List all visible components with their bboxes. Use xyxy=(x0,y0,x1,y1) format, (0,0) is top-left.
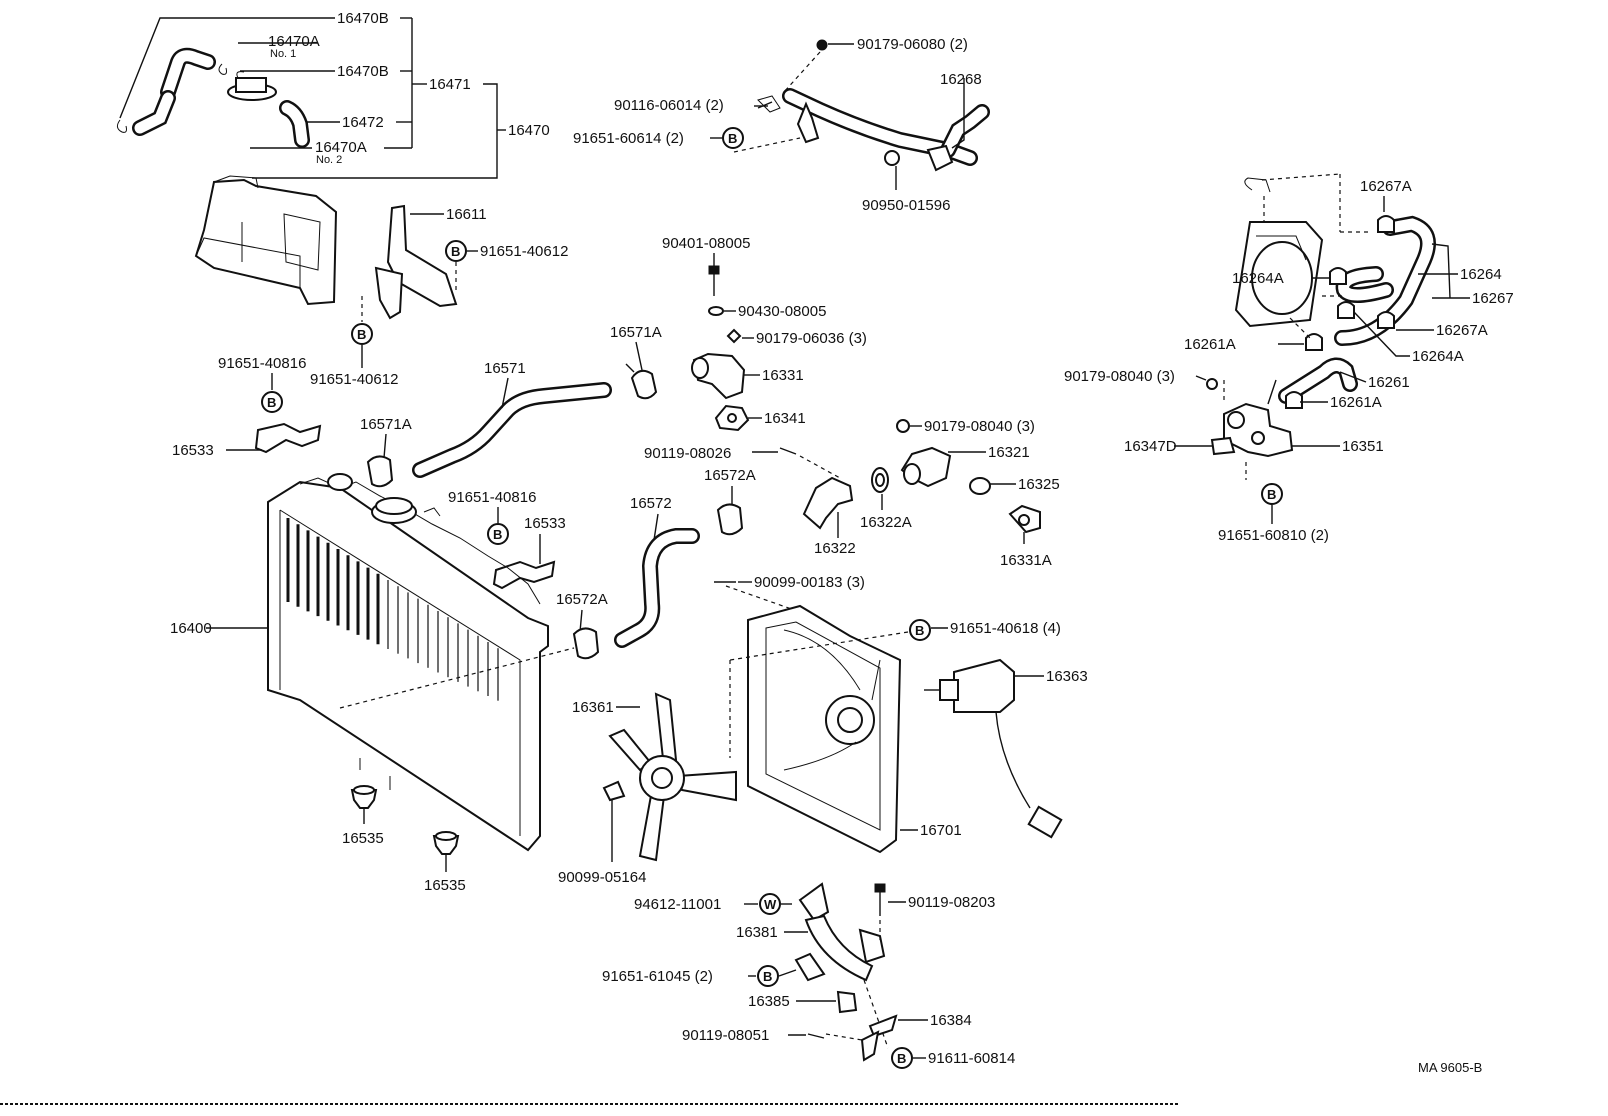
label-16571A-top: 16571A xyxy=(610,324,662,341)
label-16261A-top: 16261A xyxy=(1184,336,1236,353)
label-90179-08040-center: 90179-08040 (3) xyxy=(924,418,1035,435)
bolt-class-b-marker: B xyxy=(763,969,772,984)
label-16347D: 16347D xyxy=(1124,438,1177,455)
bolt-class-b-marker: B xyxy=(915,623,924,638)
radiator-core-fins xyxy=(286,518,499,701)
fan-bracket-group: 94612-11001 W 90119-08203 16381 91651-61… xyxy=(602,882,1015,1069)
label-16611: 16611 xyxy=(446,206,487,223)
water-outlet-group: 90401-08005 90430-08005 90179-06036 (3) … xyxy=(662,235,867,432)
label-90179-06036: 90179-06036 (3) xyxy=(756,330,867,347)
bolt-class-b-marker: B xyxy=(493,527,502,542)
bolt-class-b-marker: B xyxy=(1267,487,1276,502)
label-90179-06080: 90179-06080 (2) xyxy=(857,36,968,53)
label-16572A-lower: 16572A xyxy=(556,591,608,608)
label-94612-11001: 94612-11001 xyxy=(634,896,721,913)
water-inlet-group: 90179-08040 (3) 16321 90119-08026 16572A… xyxy=(644,418,1060,569)
label-16471: 16471 xyxy=(429,76,471,93)
label-91611-60814: 91611-60814 xyxy=(928,1050,1015,1067)
label-16572A-upper: 16572A xyxy=(704,467,756,484)
label-16470: 16470 xyxy=(508,122,550,139)
label-90099-00183: 90099-00183 (3) xyxy=(754,574,865,591)
label-91651-61045: 91651-61045 (2) xyxy=(602,968,713,985)
diagram-code: MA 9605-B xyxy=(1418,1060,1482,1075)
label-16264A-bottom: 16264A xyxy=(1412,348,1464,365)
label-16470B-top: 16470B xyxy=(337,10,389,27)
label-16268: 16268 xyxy=(940,71,982,88)
label-16264A-top: 16264A xyxy=(1232,270,1284,287)
label-16267: 16267 xyxy=(1472,290,1514,307)
radiator-assembly-group: 16400 16535 16535 xyxy=(170,473,575,894)
label-91651-40816-a: 91651-40816 xyxy=(218,355,306,372)
left-support-group: 91651-40816 B 16533 xyxy=(172,355,322,459)
bolt-class-b-marker: B xyxy=(897,1051,906,1066)
label-91651-40612-a: 91651-40612 xyxy=(480,243,568,260)
reservoir-tank-group: 16470B 16470A No. 1 16470B 16471 16472 1… xyxy=(116,10,550,306)
label-16701: 16701 xyxy=(920,822,962,839)
label-16361: 16361 xyxy=(572,699,614,716)
upper-hose-group: 16571A 16571 16571A xyxy=(360,324,662,488)
label-16321: 16321 xyxy=(988,444,1030,461)
bolt-class-b-marker: B xyxy=(451,244,460,259)
label-90116-06014: 90116-06014 (2) xyxy=(614,97,724,114)
bracket-16611-group: 16611 B 91651-40612 B 91651-40612 xyxy=(310,204,568,388)
washer-class-w-marker: W xyxy=(764,897,777,912)
label-91651-60614: 91651-60614 (2) xyxy=(573,130,684,147)
label-16533-left: 16533 xyxy=(172,442,214,459)
label-16325: 16325 xyxy=(1018,476,1060,493)
label-16322: 16322 xyxy=(814,540,856,557)
label-91651-60810: 91651-60810 (2) xyxy=(1218,527,1329,544)
label-16381: 16381 xyxy=(736,924,778,941)
label-16267A-top: 16267A xyxy=(1360,178,1412,195)
label-90099-05164: 90099-05164 xyxy=(558,869,646,886)
label-16267A-bottom: 16267A xyxy=(1436,322,1488,339)
label-16470A-no1-sub: No. 1 xyxy=(270,48,296,60)
label-16571A-mid: 16571A xyxy=(360,416,412,433)
label-91651-40612-b: 91651-40612 xyxy=(310,371,398,388)
label-16384: 16384 xyxy=(930,1012,972,1029)
label-16363: 16363 xyxy=(1046,668,1088,685)
label-16331: 16331 xyxy=(762,367,804,384)
label-16261: 16261 xyxy=(1368,374,1410,391)
label-90950-01596: 90950-01596 xyxy=(862,197,950,214)
label-90119-08026: 90119-08026 xyxy=(644,445,731,462)
label-16385: 16385 xyxy=(748,993,790,1010)
bolt-class-b-marker: B xyxy=(728,131,737,146)
fan-shroud-group: 90099-00183 (3) B 91651-40618 (4) 16701 … xyxy=(714,574,1088,854)
label-16533-center: 16533 xyxy=(524,515,566,532)
bolt-class-b-marker: B xyxy=(357,327,366,342)
label-16470B-mid: 16470B xyxy=(337,63,389,80)
label-16264: 16264 xyxy=(1460,266,1502,283)
water-bypass-pipe-group: 90179-06080 (2) 16268 90116-06014 (2) 91… xyxy=(573,36,990,214)
label-90179-08040-right: 90179-08040 (3) xyxy=(1064,368,1175,385)
lower-hose-group: 91651-40816 B 16533 16572 16572A xyxy=(448,489,700,660)
label-16470A-no2: 16470A xyxy=(315,139,367,156)
label-16470A-no1: 16470A xyxy=(268,33,320,50)
label-16535-left: 16535 xyxy=(342,830,384,847)
label-90119-08203: 90119-08203 xyxy=(908,894,995,911)
label-16400: 16400 xyxy=(170,620,212,637)
label-90119-08051: 90119-08051 xyxy=(682,1027,769,1044)
label-16331A: 16331A xyxy=(1000,552,1052,569)
label-16322A: 16322A xyxy=(860,514,912,531)
cooling-fan-group: 16361 90099-05164 xyxy=(558,692,737,886)
label-16472: 16472 xyxy=(342,114,384,131)
label-16535-right: 16535 xyxy=(424,877,466,894)
label-90401-08005: 90401-08005 xyxy=(662,235,750,252)
label-16572: 16572 xyxy=(630,495,672,512)
label-91651-40618: 91651-40618 (4) xyxy=(950,620,1061,637)
label-90430-08005: 90430-08005 xyxy=(738,303,826,320)
bolt-class-b-marker: B xyxy=(267,395,276,410)
heater-valve-group: 16267A 16264A 16264 16267 16267A 16264A … xyxy=(1064,173,1514,544)
label-16571: 16571 xyxy=(484,360,526,377)
label-16341: 16341 xyxy=(764,410,806,427)
label-16351: 16351 xyxy=(1342,438,1384,455)
label-16261A-bottom: 16261A xyxy=(1330,394,1382,411)
label-16470A-no2-sub: No. 2 xyxy=(316,154,342,166)
label-91651-40816-b: 91651-40816 xyxy=(448,489,536,506)
